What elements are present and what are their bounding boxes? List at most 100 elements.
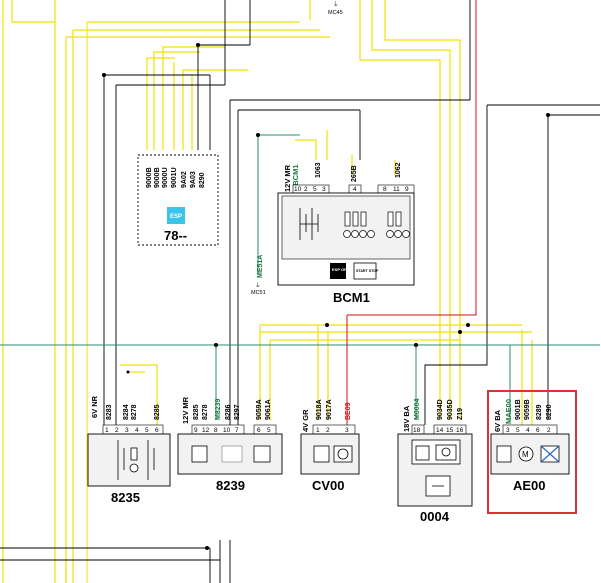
78-label: 78-- xyxy=(164,228,187,243)
svg-text:8290: 8290 xyxy=(199,172,206,188)
svg-text:8278: 8278 xyxy=(202,404,209,420)
svg-text:7: 7 xyxy=(235,427,239,434)
svg-text:1: 1 xyxy=(316,427,320,434)
8235-label: 8235 xyxy=(111,490,140,505)
esp-off-text: ESP OFF xyxy=(332,267,350,272)
component-cv00[interactable]: 4V GR 9018A 9017A BE09 1 2 3 CV00 xyxy=(300,399,360,493)
svg-text:9018A: 9018A xyxy=(316,399,323,420)
component-8239[interactable]: 12V MR 8285 8278 M8239 8286 8297 9059A 9… xyxy=(177,396,283,493)
component-78[interactable]: 9000B 9000B 9000U 9001U 9A02 9A03 8290 E… xyxy=(137,154,219,246)
svg-text:8297: 8297 xyxy=(234,404,241,420)
ae00-wire-labels: 9001B 9059B 8289 8290 xyxy=(515,399,553,420)
svg-text:9034D: 9034D xyxy=(437,399,444,420)
svg-text:M0004: M0004 xyxy=(414,398,421,420)
8239-label: 8239 xyxy=(216,478,245,493)
svg-text:8: 8 xyxy=(214,427,218,434)
svg-text:2: 2 xyxy=(304,186,308,193)
svg-text:9: 9 xyxy=(194,427,198,434)
svg-text:5: 5 xyxy=(267,427,271,434)
ae00-icons: M xyxy=(496,445,560,463)
svg-text:4: 4 xyxy=(526,427,530,434)
svg-text:1: 1 xyxy=(105,427,109,434)
0004-icons xyxy=(411,439,461,497)
svg-text:12: 12 xyxy=(202,427,210,434)
component-8235[interactable]: 6V NR 8283 8284 8278 8285 1 2 3 4 5 6 82… xyxy=(87,395,171,505)
ecu-icon xyxy=(496,445,512,463)
svg-text:⏚: ⏚ xyxy=(333,1,339,8)
8239-wire-labels: 8285 8278 M8239 8286 8297 9059A 9061A xyxy=(193,398,272,420)
svg-text:⏚: ⏚ xyxy=(255,282,261,289)
cv00-label: CV00 xyxy=(312,478,345,493)
svg-text:11: 11 xyxy=(393,186,400,193)
svg-text:1062: 1062 xyxy=(395,162,402,178)
junction-dots xyxy=(102,43,550,550)
bcm1-label: BCM1 xyxy=(333,290,370,305)
green-wires xyxy=(0,134,600,420)
cv00-icons xyxy=(313,445,353,463)
bcm1-switch-icons xyxy=(299,208,319,240)
bcm1-wire-labels: 1063 265B 1062 xyxy=(315,162,402,182)
esp-icon xyxy=(167,207,185,224)
motor-icon xyxy=(518,446,534,462)
8239-connector-label: 12V MR xyxy=(181,396,190,424)
svg-text:10: 10 xyxy=(294,186,302,193)
esp-badge: ESP xyxy=(170,214,182,220)
ae00-connector-id: MAE00 xyxy=(504,399,513,424)
8239-icons xyxy=(191,445,271,463)
svg-text:BE09: BE09 xyxy=(345,402,352,420)
svg-text:3: 3 xyxy=(322,186,326,193)
8239-pins: 9 12 8 10 7 6 5 xyxy=(194,427,271,434)
svg-text:4: 4 xyxy=(135,427,139,434)
0004-wire-labels: M0004 9034D 9035D Z19 xyxy=(414,398,464,420)
svg-text:8278: 8278 xyxy=(131,404,138,420)
component-ae00[interactable]: 6V BA MAE00 9001B 9059B 8289 8290 3 5 4 … xyxy=(487,390,577,514)
svg-text:9A02: 9A02 xyxy=(181,171,188,188)
bcm1-connector-label: 12V MR xyxy=(283,164,292,192)
svg-text:5: 5 xyxy=(313,186,317,193)
svg-text:3: 3 xyxy=(125,427,129,434)
esp-off-icon xyxy=(330,263,346,279)
svg-text:6: 6 xyxy=(536,427,540,434)
svg-text:M: M xyxy=(522,450,529,459)
component-bcm1[interactable]: 12V MR MBCM1 1063 265B 1062 10 2 5 3 4 8… xyxy=(277,162,415,305)
svg-text:8290: 8290 xyxy=(546,404,553,420)
svg-text:10: 10 xyxy=(223,427,231,434)
0004-connector-label: 18V BA xyxy=(402,405,411,432)
svg-text:8285: 8285 xyxy=(193,404,200,420)
0004-pins: 18 14 15 16 xyxy=(413,427,464,434)
component-0004[interactable]: 18V BA M0004 9034D 9035D Z19 18 14 15 16… xyxy=(397,398,473,524)
mc45-label: MC45 xyxy=(328,10,343,16)
8235-wire-labels: 8283 8284 8278 8285 xyxy=(106,404,161,420)
svg-text:8289: 8289 xyxy=(536,404,543,420)
svg-text:9059B: 9059B xyxy=(524,399,531,420)
red-wires xyxy=(346,0,477,425)
svg-text:2: 2 xyxy=(326,427,330,434)
svg-text:9000U: 9000U xyxy=(162,167,169,188)
svg-text:9061A: 9061A xyxy=(265,399,272,420)
svg-text:8284: 8284 xyxy=(123,404,130,420)
cv00-pins: 1 2 3 xyxy=(316,427,349,434)
me51a-label: ME51A xyxy=(257,255,264,278)
svg-text:9: 9 xyxy=(405,186,409,193)
svg-text:5: 5 xyxy=(145,427,149,434)
8235-switch-icons xyxy=(117,440,155,480)
svg-text:2: 2 xyxy=(115,427,119,434)
cv00-wire-labels: 9018A 9017A BE09 xyxy=(316,399,352,420)
svg-text:265B: 265B xyxy=(351,165,358,182)
svg-text:8286: 8286 xyxy=(225,404,232,420)
bcm1-lamp-icons xyxy=(343,211,410,238)
bcm1-pins: 10 2 5 3 4 8 11 9 xyxy=(292,184,415,194)
svg-text:3: 3 xyxy=(506,427,510,434)
svg-text:9035D: 9035D xyxy=(447,399,454,420)
yellow-wires xyxy=(2,0,533,583)
start-stop-text: START STOP xyxy=(356,269,379,273)
svg-text:15: 15 xyxy=(446,427,454,434)
svg-text:Z19: Z19 xyxy=(457,408,464,420)
0004-label: 0004 xyxy=(420,509,450,524)
svg-text:9A03: 9A03 xyxy=(190,171,197,188)
svg-text:9000B: 9000B xyxy=(154,167,161,188)
svg-text:8: 8 xyxy=(383,186,387,193)
svg-text:6: 6 xyxy=(155,427,159,434)
